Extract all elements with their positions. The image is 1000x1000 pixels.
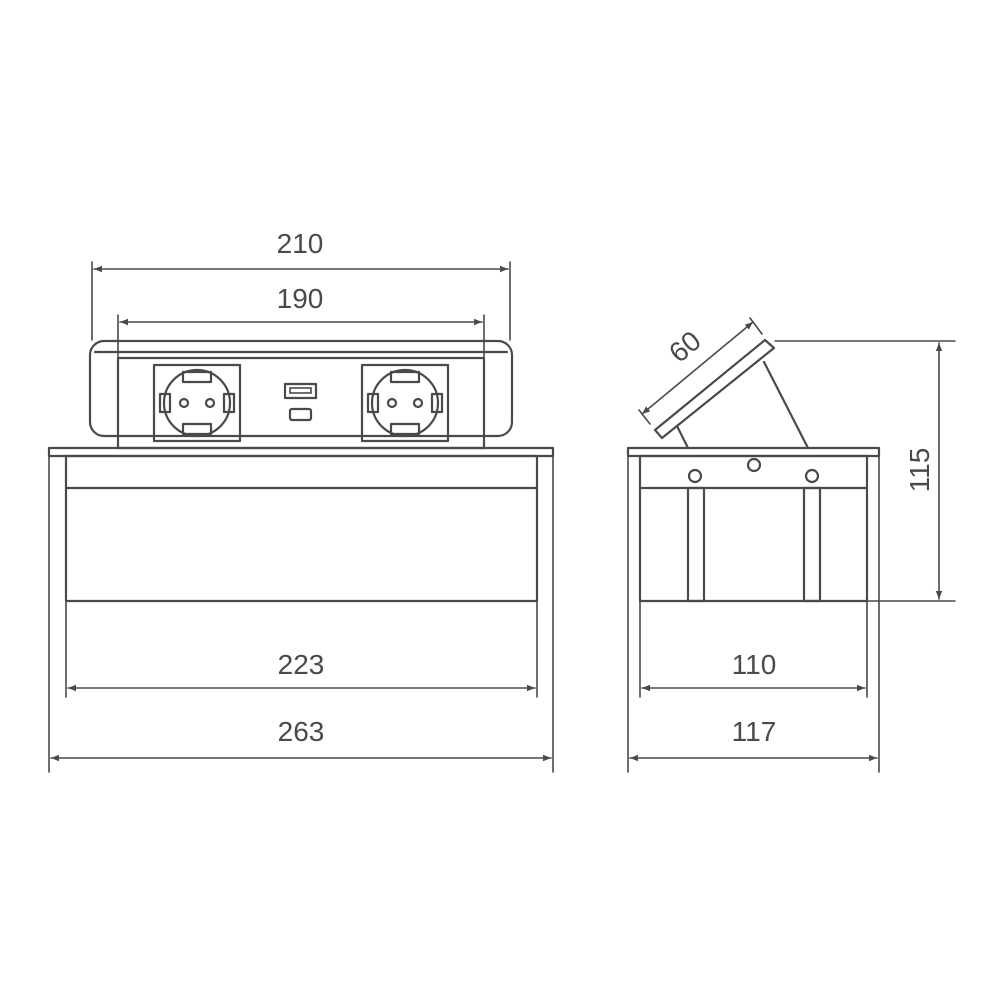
usb-c-port	[288, 407, 313, 422]
rail-right	[802, 486, 822, 603]
dimension-label-263: 263	[278, 716, 325, 747]
screw-left	[687, 468, 703, 484]
dimension-label-110: 110	[732, 649, 777, 680]
dimension-117: 117	[629, 716, 878, 762]
dimension-223: 223	[67, 649, 536, 692]
side-body	[638, 454, 869, 603]
dimension-label-223: 223	[278, 649, 325, 680]
rail-left	[686, 486, 706, 603]
screw-center	[746, 457, 762, 473]
front-body	[64, 454, 539, 603]
socket-right	[360, 363, 450, 443]
usb-ports	[283, 382, 318, 422]
front-faceplate	[116, 356, 486, 450]
usb-a-port	[283, 382, 318, 400]
dimension-115: 115	[904, 342, 943, 600]
dimension-label-190: 190	[277, 283, 324, 314]
front-flange	[47, 446, 555, 458]
dimension-210: 210	[93, 228, 509, 273]
front-view: 210 190 223 263	[47, 228, 555, 773]
side-flange	[626, 446, 881, 458]
dimension-263: 263	[50, 716, 552, 762]
socket-left	[152, 363, 242, 443]
dimension-60: 60	[641, 321, 754, 415]
dimension-110: 110	[641, 649, 866, 692]
dimension-label-60: 60	[663, 325, 707, 369]
dimension-label-210: 210	[277, 228, 324, 259]
side-view: 60 115 110 117	[626, 317, 956, 773]
dimension-label-117: 117	[732, 716, 777, 747]
dimension-label-115: 115	[904, 448, 935, 493]
dimension-190: 190	[119, 283, 483, 326]
front-housing	[88, 339, 514, 438]
screw-right	[804, 468, 820, 484]
